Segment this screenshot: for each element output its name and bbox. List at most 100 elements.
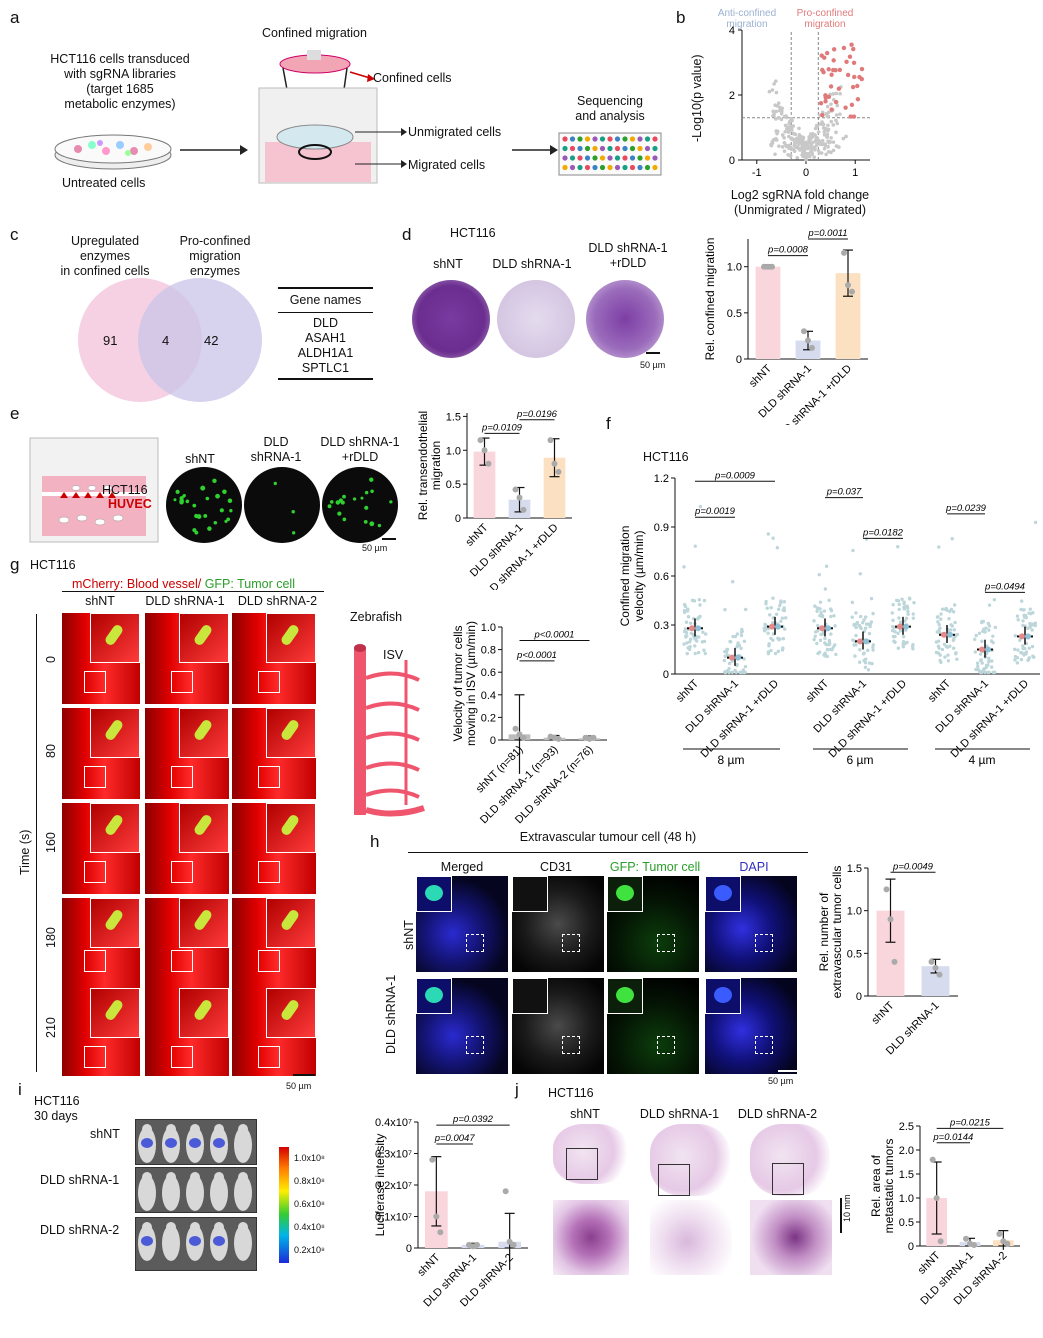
venn-right-line2: migration bbox=[189, 249, 241, 263]
volcano-point bbox=[831, 140, 836, 144]
volcano-point bbox=[834, 144, 839, 148]
velocity-point bbox=[949, 628, 953, 632]
velocity-point bbox=[896, 646, 901, 650]
velocity-point bbox=[744, 607, 748, 612]
venn-left-line2: enzymes bbox=[79, 249, 131, 263]
panel-a-cells-line1: HCT116 cells transduced bbox=[50, 52, 190, 66]
data-point bbox=[937, 1238, 944, 1245]
velocity-point bbox=[693, 644, 697, 648]
data-point bbox=[805, 337, 811, 344]
velocity-point bbox=[731, 580, 735, 584]
volcano-point bbox=[831, 148, 836, 153]
volcano-point-pro bbox=[823, 99, 828, 104]
velocity-point bbox=[1016, 648, 1020, 652]
y-tick-label: 2.0 bbox=[899, 1145, 914, 1157]
mouse-silhouette bbox=[234, 1225, 252, 1261]
volcano-point bbox=[824, 127, 828, 131]
velocity-point bbox=[852, 623, 857, 627]
panel-g-cell-line: HCT116 bbox=[30, 558, 76, 572]
volcano-point bbox=[822, 132, 827, 137]
group-label: 4 µm bbox=[969, 753, 996, 767]
velocity-point bbox=[1027, 646, 1031, 650]
y-axis-label: moving in ISV (µm/min) bbox=[464, 621, 478, 746]
data-point bbox=[769, 263, 775, 270]
volcano-point bbox=[812, 145, 816, 149]
x-tick-label: 0 bbox=[803, 167, 809, 179]
if-image bbox=[512, 876, 604, 972]
panel-g-label: g bbox=[10, 555, 20, 574]
velocity-point bbox=[979, 620, 984, 625]
velocity-point bbox=[815, 629, 820, 633]
velocity-point bbox=[742, 639, 747, 644]
luminescence-signal bbox=[213, 1138, 225, 1148]
velocity-point bbox=[766, 650, 771, 654]
volcano-point-pro bbox=[818, 101, 824, 106]
velocity-point bbox=[722, 658, 727, 663]
velocity-point bbox=[981, 629, 985, 633]
volcano-point bbox=[808, 136, 812, 141]
velocity-point bbox=[723, 649, 727, 654]
colorbar-tick: 1.0x10⁸ bbox=[294, 1153, 325, 1163]
cell-blob bbox=[425, 987, 443, 1003]
velocity-point bbox=[825, 654, 829, 659]
velocity-point bbox=[900, 597, 904, 601]
panel-i-row: DLD shRNA-2 bbox=[40, 1223, 120, 1237]
velocity-point bbox=[685, 641, 689, 645]
tumor-cell bbox=[103, 623, 125, 647]
volcano-point-pro bbox=[829, 107, 834, 112]
velocity-point bbox=[816, 606, 821, 611]
roi-box bbox=[84, 766, 106, 788]
p-value-label: p=0.0009 bbox=[714, 470, 756, 481]
zoom-box bbox=[658, 1164, 690, 1196]
well-dot bbox=[637, 145, 643, 152]
velocity-point bbox=[780, 616, 785, 620]
lung-section-shrna1 bbox=[650, 1124, 730, 1196]
velocity-point bbox=[769, 636, 773, 641]
volcano-point bbox=[810, 152, 814, 156]
volcano-point-pro bbox=[845, 72, 851, 78]
volcano-point bbox=[797, 134, 801, 139]
volcano-point bbox=[770, 88, 775, 92]
volcano-point-pro bbox=[859, 66, 865, 72]
panel-e-cond2: DLD shRNA-1 bbox=[246, 435, 306, 465]
velocity-point bbox=[771, 536, 775, 540]
fluorescent-cell bbox=[192, 503, 197, 508]
velocity-point bbox=[896, 545, 900, 549]
mouse-head bbox=[142, 1124, 152, 1134]
velocity-point bbox=[952, 628, 957, 632]
y-tick-label: 2.5 bbox=[899, 1121, 914, 1133]
y-tick-label: 0 bbox=[856, 991, 862, 1003]
data-point bbox=[433, 1213, 440, 1220]
well-dot bbox=[569, 145, 576, 152]
p-value-label: p<0.0001 bbox=[534, 630, 575, 641]
velocity-point bbox=[818, 638, 823, 643]
tumor-cell bbox=[103, 998, 125, 1022]
velocity-point bbox=[685, 609, 690, 613]
velocity-point bbox=[824, 564, 829, 568]
zoom-inset bbox=[266, 988, 316, 1038]
velocity-point bbox=[731, 634, 735, 639]
p-value-label: p=0.0144 bbox=[932, 1132, 973, 1143]
zoom-inset bbox=[607, 876, 643, 912]
velocity-point bbox=[898, 629, 903, 633]
luminescence-signal bbox=[213, 1236, 225, 1246]
volcano-point bbox=[793, 132, 798, 137]
zebrafish-frame bbox=[62, 898, 140, 989]
tumor-cell bbox=[279, 908, 301, 932]
well-dot bbox=[577, 136, 583, 142]
well-dot bbox=[592, 164, 598, 171]
y-tick-label: 2 bbox=[729, 90, 735, 102]
velocity-point bbox=[833, 624, 837, 628]
velocity-point bbox=[682, 609, 687, 613]
velocity-point bbox=[980, 661, 984, 665]
data-point bbox=[936, 971, 943, 978]
velocity-point bbox=[823, 636, 827, 641]
mouse-silhouette bbox=[234, 1127, 252, 1163]
data-point bbox=[510, 1241, 517, 1248]
mouse-head bbox=[214, 1172, 224, 1182]
y-tick-label: 0 bbox=[736, 354, 742, 366]
time-tick-label: 80 bbox=[44, 744, 58, 758]
velocity-point bbox=[1030, 644, 1035, 649]
velocity-point bbox=[688, 621, 693, 625]
genes-header: Gene names bbox=[289, 293, 362, 307]
